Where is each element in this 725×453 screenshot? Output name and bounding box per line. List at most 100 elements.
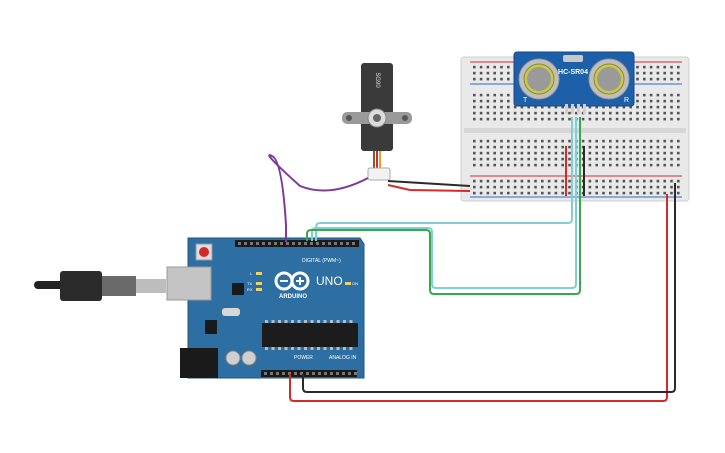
breadboard-hole[interactable]	[547, 163, 551, 167]
digital-pin[interactable]	[274, 242, 277, 245]
breadboard-hole[interactable]	[656, 179, 660, 183]
breadboard-hole[interactable]	[656, 71, 660, 75]
power-analog-pin[interactable]	[300, 372, 303, 375]
breadboard-hole[interactable]	[588, 179, 592, 183]
breadboard-hole[interactable]	[486, 65, 490, 69]
breadboard-hole[interactable]	[507, 111, 510, 115]
breadboard-hole[interactable]	[663, 145, 666, 149]
breadboard-hole[interactable]	[507, 65, 510, 69]
power-analog-pin[interactable]	[264, 372, 267, 375]
breadboard-hole[interactable]	[629, 105, 632, 109]
breadboard-hole[interactable]	[554, 117, 558, 121]
breadboard-hole[interactable]	[670, 105, 673, 109]
breadboard-hole[interactable]	[609, 117, 612, 121]
breadboard-hole[interactable]	[520, 139, 524, 143]
breadboard-hole[interactable]	[636, 151, 639, 155]
breadboard-hole[interactable]	[507, 93, 510, 97]
breadboard-hole[interactable]	[643, 179, 646, 183]
breadboard-hole[interactable]	[507, 163, 510, 167]
breadboard-hole[interactable]	[663, 163, 666, 167]
breadboard-hole[interactable]	[473, 179, 476, 183]
sensor-pin[interactable]	[565, 104, 568, 114]
breadboard-hole[interactable]	[513, 179, 517, 183]
breadboard-hole[interactable]	[554, 179, 558, 183]
breadboard-hole[interactable]	[473, 191, 476, 195]
breadboard-hole[interactable]	[507, 139, 510, 143]
breadboard-hole[interactable]	[527, 117, 530, 121]
breadboard-hole[interactable]	[547, 117, 551, 121]
wire-5v-red[interactable]	[289, 194, 668, 402]
breadboard-hole[interactable]	[595, 179, 598, 183]
breadboard-hole[interactable]	[595, 151, 598, 155]
breadboard-hole[interactable]	[486, 157, 490, 161]
breadboard-hole[interactable]	[649, 65, 653, 69]
breadboard-hole[interactable]	[677, 111, 680, 115]
breadboard-hole[interactable]	[636, 111, 639, 115]
breadboard-hole[interactable]	[513, 105, 517, 109]
breadboard-hole[interactable]	[500, 163, 503, 167]
power-analog-pin[interactable]	[336, 372, 339, 375]
breadboard-hole[interactable]	[649, 93, 653, 97]
breadboard-hole[interactable]	[479, 145, 483, 149]
breadboard-hole[interactable]	[649, 77, 653, 81]
breadboard-hole[interactable]	[649, 111, 653, 115]
breadboard-hole[interactable]	[629, 191, 632, 195]
breadboard-hole[interactable]	[493, 99, 496, 103]
breadboard-hole[interactable]	[493, 185, 496, 189]
breadboard-hole[interactable]	[649, 145, 653, 149]
breadboard-hole[interactable]	[520, 151, 524, 155]
breadboard-hole[interactable]	[615, 163, 619, 167]
breadboard-hole[interactable]	[527, 191, 530, 195]
breadboard-hole[interactable]	[561, 157, 564, 161]
breadboard-hole[interactable]	[554, 191, 558, 195]
breadboard-hole[interactable]	[507, 191, 510, 195]
power-analog-pin[interactable]	[342, 372, 345, 375]
breadboard-hole[interactable]	[561, 145, 564, 149]
breadboard-hole[interactable]	[670, 157, 673, 161]
digital-pin[interactable]	[304, 242, 307, 245]
breadboard-hole[interactable]	[649, 99, 653, 103]
breadboard-hole[interactable]	[629, 185, 632, 189]
breadboard-hole[interactable]	[473, 65, 476, 69]
breadboard-hole[interactable]	[636, 77, 639, 81]
breadboard-hole[interactable]	[615, 145, 619, 149]
breadboard-hole[interactable]	[527, 139, 530, 143]
power-analog-pin[interactable]	[282, 372, 285, 375]
digital-pin[interactable]	[292, 242, 295, 245]
breadboard-hole[interactable]	[561, 151, 564, 155]
breadboard-hole[interactable]	[527, 151, 530, 155]
breadboard-hole[interactable]	[547, 111, 551, 115]
breadboard-hole[interactable]	[513, 111, 517, 115]
breadboard-hole[interactable]	[500, 151, 503, 155]
breadboard-hole[interactable]	[561, 191, 564, 195]
breadboard-hole[interactable]	[602, 117, 605, 121]
breadboard-hole[interactable]	[670, 139, 673, 143]
breadboard-hole[interactable]	[588, 139, 592, 143]
servo-connector[interactable]	[367, 167, 391, 181]
breadboard-hole[interactable]	[656, 117, 660, 121]
breadboard-hole[interactable]	[547, 191, 551, 195]
breadboard-hole[interactable]	[677, 65, 680, 69]
digital-pin[interactable]	[346, 242, 349, 245]
breadboard-hole[interactable]	[561, 163, 564, 167]
breadboard-hole[interactable]	[486, 99, 490, 103]
digital-pin[interactable]	[340, 242, 343, 245]
breadboard-hole[interactable]	[663, 99, 666, 103]
breadboard-hole[interactable]	[649, 185, 653, 189]
breadboard-hole[interactable]	[670, 151, 673, 155]
usb-plug[interactable]	[60, 271, 102, 301]
breadboard-hole[interactable]	[643, 185, 646, 189]
wire-servo-ground-black[interactable]	[387, 180, 471, 187]
breadboard-hole[interactable]	[629, 111, 632, 115]
breadboard-hole[interactable]	[479, 191, 483, 195]
breadboard-hole[interactable]	[636, 105, 639, 109]
breadboard-hole[interactable]	[609, 105, 612, 109]
breadboard-hole[interactable]	[629, 151, 632, 155]
breadboard-hole[interactable]	[493, 179, 496, 183]
breadboard-hole[interactable]	[656, 111, 660, 115]
breadboard-hole[interactable]	[486, 93, 490, 97]
wire-servo-signal-purple[interactable]	[268, 154, 369, 242]
breadboard-hole[interactable]	[554, 111, 558, 115]
breadboard-hole[interactable]	[656, 99, 660, 103]
power-jack[interactable]	[180, 348, 218, 378]
